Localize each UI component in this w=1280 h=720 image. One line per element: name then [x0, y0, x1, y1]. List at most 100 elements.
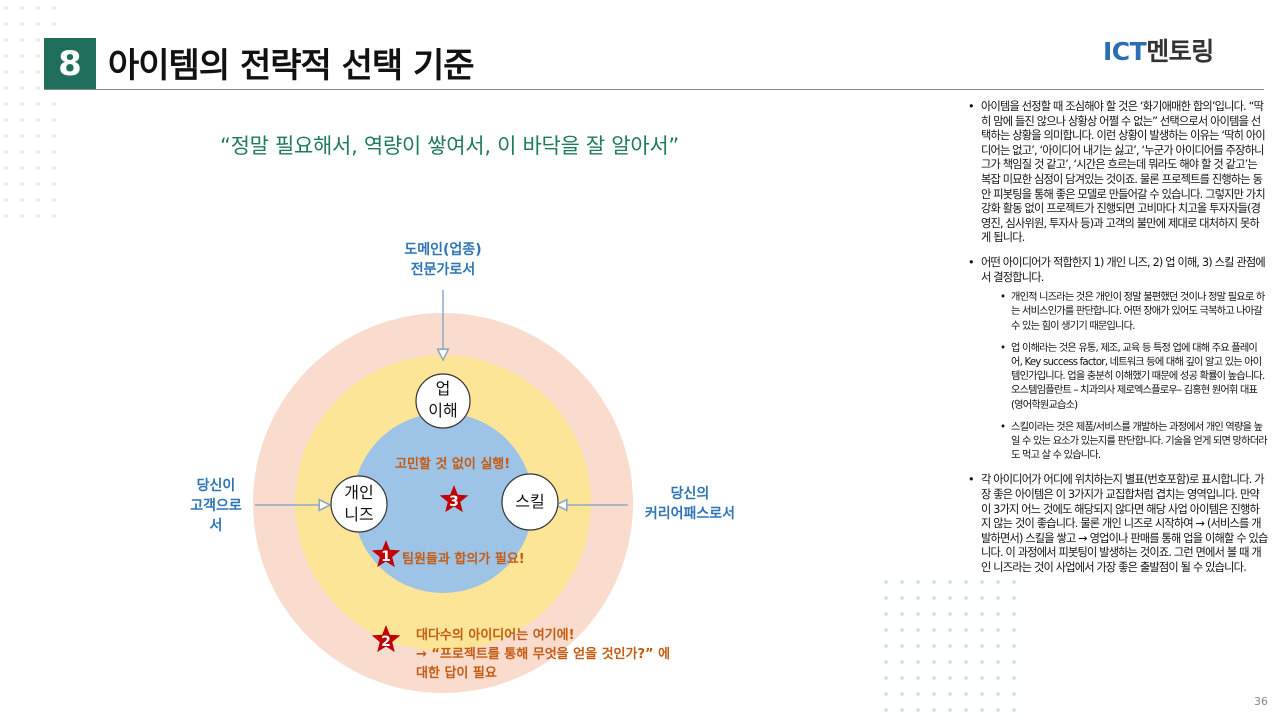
decorative-dot	[1012, 580, 1016, 584]
decorative-dot	[900, 612, 904, 616]
bullet-item: • 각 아이디어가 어디에 위치하는지 별표(번호포함)로 표시합니다. 가장 …	[968, 473, 1268, 575]
sub-bullet-item: • 업 이해라는 것은 유통, 제조, 교육 등 특정 업에 대해 주요 플레이…	[1000, 342, 1268, 413]
decorative-dot	[900, 660, 904, 664]
zone2-line1: 대다수의 아이디어는 여기에!	[416, 628, 575, 643]
decorative-dot	[916, 676, 920, 680]
explanation-panel: • 아이템을 선정할 때 조심해야 할 것은 ‘화기애매한 합의’입니다. “딱…	[968, 100, 1268, 586]
decorative-dot	[884, 628, 888, 632]
node-needs-line1: 개인	[344, 483, 374, 502]
decorative-dot	[52, 166, 56, 170]
decorative-dot	[964, 596, 968, 600]
decorative-dot	[980, 580, 984, 584]
decorative-dot	[4, 22, 8, 26]
node-skill: 스킬	[515, 492, 545, 511]
decorative-dot	[4, 86, 8, 90]
node-skill-circle	[501, 473, 559, 531]
decorative-dot	[948, 660, 952, 664]
decorative-dot	[20, 198, 24, 202]
decorative-dot	[1012, 708, 1016, 712]
decorative-dot	[1012, 692, 1016, 696]
decorative-dot	[900, 676, 904, 680]
sub-bullet-dot: •	[1000, 421, 1006, 433]
decorative-dot	[20, 70, 24, 74]
decorative-dot	[964, 628, 968, 632]
decorative-dot	[900, 580, 904, 584]
label-customer-line3: 서	[209, 518, 223, 534]
inner-circle	[353, 413, 533, 593]
label-as-customer: 당신이 고객으로 서	[176, 476, 256, 536]
decorative-dot	[948, 580, 952, 584]
decorative-dot	[52, 102, 56, 106]
decorative-dot	[36, 214, 40, 218]
decorative-dot	[996, 580, 1000, 584]
star-number-2: 2	[381, 634, 391, 650]
venn-diagram: 3 1 2	[253, 290, 633, 693]
decorative-dot	[52, 214, 56, 218]
bullet-text: 아이템을 선정할 때 조심해야 할 것은 ‘화기애매한 합의’입니다. “딱히 …	[981, 100, 1266, 245]
decorative-dot	[916, 660, 920, 664]
decorative-dot	[4, 166, 8, 170]
decorative-dot	[980, 660, 984, 664]
star-3-icon	[439, 485, 469, 513]
decorative-dot	[900, 644, 904, 648]
zone2-line2: → “프로젝트를 통해 무엇을 얻을 것인가?” 에	[416, 647, 671, 662]
decorative-dot	[948, 676, 952, 680]
ict-mentoring-logo: ICT멘토링	[1103, 32, 1214, 68]
decorative-dot	[36, 86, 40, 90]
decorative-dot	[884, 580, 888, 584]
bullet-dot: •	[968, 255, 975, 269]
sub-bullet-dot: •	[1000, 342, 1006, 354]
label-domain-line2: 전문가로서	[410, 262, 476, 278]
decorative-dot	[52, 182, 56, 186]
decorative-dot	[1012, 660, 1016, 664]
star-number-1: 1	[381, 549, 391, 565]
decorative-dot	[36, 54, 40, 58]
decorative-dot	[4, 102, 8, 106]
zone2-text: 대다수의 아이디어는 여기에! → “프로젝트를 통해 무엇을 얻을 것인가?”…	[416, 626, 670, 683]
decorative-dot	[20, 102, 24, 106]
decorative-dot	[52, 134, 56, 138]
bullet-dot: •	[968, 100, 975, 113]
decorative-dot	[980, 612, 984, 616]
decorative-dot	[4, 198, 8, 202]
decorative-dot	[916, 580, 920, 584]
decorative-dot	[932, 580, 936, 584]
sub-bullet-text: 업 이해라는 것은 유통, 제조, 교육 등 특정 업에 대해 주요 플레이어,…	[1011, 342, 1265, 411]
decorative-dot	[4, 118, 8, 122]
decorative-dot	[4, 134, 8, 138]
label-career-line2: 커리어패스로서	[644, 506, 736, 522]
decorative-dot	[996, 676, 1000, 680]
decorative-dot	[20, 150, 24, 154]
decorative-dot	[52, 198, 56, 202]
star-1-icon	[371, 540, 401, 568]
decorative-dot	[36, 38, 40, 42]
decorative-dot	[36, 182, 40, 186]
sub-bullet-dot: •	[1000, 292, 1006, 304]
logo-mentoring-text: 멘토링	[1146, 37, 1214, 66]
decorative-dot	[1012, 596, 1016, 600]
decorative-dot	[996, 692, 1000, 696]
decorative-dot	[1012, 676, 1016, 680]
decorative-dot	[884, 596, 888, 600]
node-industry-line1: 업	[435, 379, 451, 398]
label-domain-line1: 도메인(업종)	[404, 242, 482, 258]
decorative-dot	[948, 612, 952, 616]
decorative-dot	[916, 628, 920, 632]
decorative-dot	[980, 676, 984, 680]
node-personal-needs: 개인 니즈	[329, 482, 389, 526]
decorative-dot	[4, 38, 8, 42]
decorative-dot	[4, 70, 8, 74]
decorative-dot	[964, 580, 968, 584]
decorative-dot	[36, 6, 40, 10]
decorative-dot	[964, 692, 968, 696]
decorative-dot	[52, 6, 56, 10]
decorative-dot	[52, 22, 56, 26]
decorative-dot	[36, 166, 40, 170]
decorative-dot	[36, 22, 40, 26]
decorative-dot	[916, 708, 920, 712]
page-title: 아이템의 전략적 선택 기준	[108, 46, 475, 86]
decorative-dot	[932, 644, 936, 648]
decorative-dot	[52, 118, 56, 122]
zone2-line3: 대한 답이 필요	[416, 666, 497, 681]
decorative-dot	[4, 214, 8, 218]
